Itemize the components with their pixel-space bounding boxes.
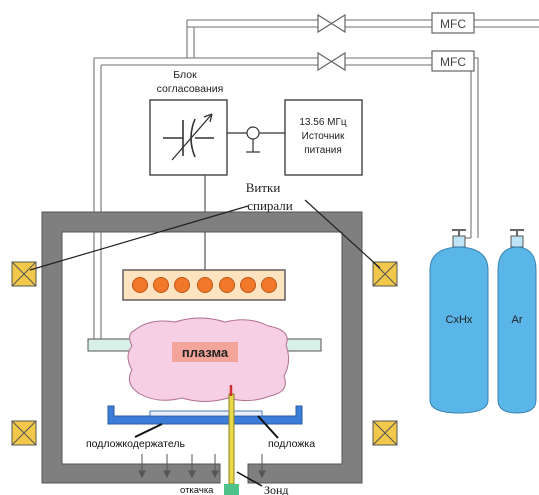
substrate-holder-label: подложкодержатель xyxy=(86,438,185,450)
power-source: 13.56 МГц Источник питания xyxy=(284,99,363,176)
coil-label-line2: спирали xyxy=(247,198,293,213)
mfc-bottom-label: MFC xyxy=(440,55,466,69)
substrate xyxy=(149,410,263,417)
probe-base xyxy=(224,484,239,495)
gas-injector-right xyxy=(282,338,322,352)
coil-label-line1: Витки xyxy=(246,180,281,195)
matching-unit-label-line1: Блок xyxy=(173,69,197,81)
coil-label-pointer-left xyxy=(29,205,249,271)
valve-top xyxy=(317,13,346,34)
valve-bottom xyxy=(317,51,346,72)
matching-unit-label-line2: согласования xyxy=(157,83,224,95)
mfc-top-label: MFC xyxy=(440,17,466,31)
gas-injector-left xyxy=(87,338,133,352)
coil-connector-left-bottom xyxy=(11,420,37,446)
cylinder-ar-label: Ar xyxy=(512,314,523,326)
pump-arrows xyxy=(138,454,266,479)
coil-connector-left-top xyxy=(11,261,37,287)
substrate-pointer xyxy=(257,415,279,439)
coil-label-pointer-right xyxy=(304,199,381,269)
substrate-holder xyxy=(107,405,303,425)
holder-pointer xyxy=(134,423,163,438)
probe-label: Зонд xyxy=(264,483,289,495)
probe-pointer xyxy=(236,471,263,487)
rf-connection xyxy=(227,126,285,153)
cylinder-cxhx-label: CxHx xyxy=(446,314,473,326)
mfc-bottom: MFC xyxy=(431,50,475,72)
chamber-wall xyxy=(41,211,363,484)
substrate-label: подложка xyxy=(268,438,315,450)
probe xyxy=(228,393,235,485)
plasma-label: плазма xyxy=(182,345,229,360)
coil-connector-right-bottom xyxy=(372,420,398,446)
power-source-label-line2: Источник xyxy=(302,131,345,142)
matching-unit xyxy=(149,99,228,176)
power-source-label-line3: питания xyxy=(304,145,342,156)
gas-cylinder-cxhx: CxHx xyxy=(429,229,489,414)
pump-label: откачка xyxy=(180,485,214,495)
coil-turns xyxy=(122,269,286,301)
gas-cylinder-ar: Ar xyxy=(497,229,537,414)
mfc-top: MFC xyxy=(431,12,475,34)
power-source-frequency: 13.56 МГц xyxy=(299,117,347,128)
plasma-label-bg xyxy=(172,342,238,362)
